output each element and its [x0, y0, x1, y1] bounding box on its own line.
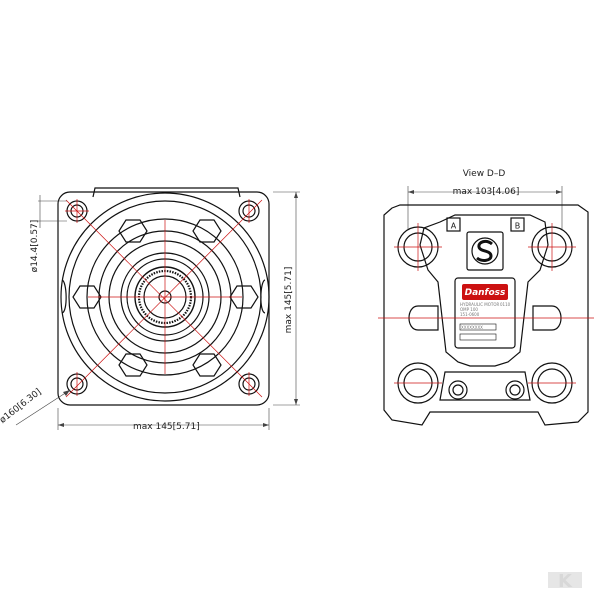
arrow-pcd [63, 390, 70, 396]
plate-line-2: OMP 100 [460, 307, 478, 312]
plate-line-5: XXXXXXXX [461, 325, 483, 330]
side-cutout-left [408, 305, 439, 331]
arrow-left [58, 423, 64, 427]
front-dimensions [15, 191, 300, 430]
front-width-label: max 145[5.71] [133, 422, 200, 432]
side-arrow-left [408, 190, 414, 194]
plate-field-2 [459, 333, 497, 341]
hex-bolt-top-left [118, 219, 148, 243]
drain-port-left-outer [448, 380, 468, 400]
front-centerlines [65, 199, 263, 398]
s-logo-icon [471, 237, 499, 265]
port-b-label: B [515, 222, 521, 231]
side-centerlines [378, 223, 594, 384]
plate-line-3: 151-0600 [460, 312, 480, 317]
front-diag-2 [65, 199, 263, 398]
drain-port-left-inner [452, 384, 464, 396]
arrow-top [294, 192, 298, 198]
side-body-outline [383, 204, 589, 426]
arrow-right [263, 423, 269, 427]
hex-bolt-bottom-right [192, 353, 222, 377]
hole-diameter-label: ø14.4[0.57] [30, 220, 40, 273]
side-dimensions [407, 186, 563, 230]
watermark-logo: K [548, 571, 582, 592]
plate-line-1: HYDRAULIC MOTOR [460, 302, 499, 307]
side-bump-left [61, 279, 67, 314]
side-dim-arrows [408, 190, 562, 194]
arrow-bottom [294, 399, 298, 405]
pcd-diameter-label: ø160[6.30] [0, 387, 43, 426]
side-inner-contour [419, 214, 549, 367]
port-b-box [510, 217, 525, 232]
drain-port-right-outer [505, 380, 525, 400]
drain-port-right-inner [509, 384, 521, 396]
side-arrow-right [556, 190, 562, 194]
front-dim-arrows [58, 192, 298, 427]
pcd-leader [15, 389, 71, 426]
hex-bolt-left [72, 285, 102, 309]
plate-field-1 [459, 323, 497, 331]
front-height-label: max 145[5.71] [284, 267, 294, 334]
watermark-letter: K [558, 571, 573, 592]
hex-bolt-bottom-left [118, 353, 148, 377]
housing-circle-3 [86, 218, 244, 376]
view-label: View D–D [463, 169, 506, 179]
outer-housing-circle [60, 192, 270, 402]
plate-line-4: 0110 [500, 302, 511, 307]
hex-bolt-top-right [192, 219, 222, 243]
side-cutout-right [532, 305, 562, 331]
brand-logo-bg [462, 284, 508, 300]
brand-logo: Danfoss [465, 288, 506, 298]
housing-circle-2 [68, 200, 262, 394]
side-bottom-bridge [439, 371, 531, 401]
s-logo-box [466, 231, 504, 271]
port-a-label: A [451, 222, 457, 231]
name-plate [454, 277, 516, 349]
port-a-box [446, 217, 461, 232]
side-width-label: max 103[4.06] [453, 187, 520, 197]
